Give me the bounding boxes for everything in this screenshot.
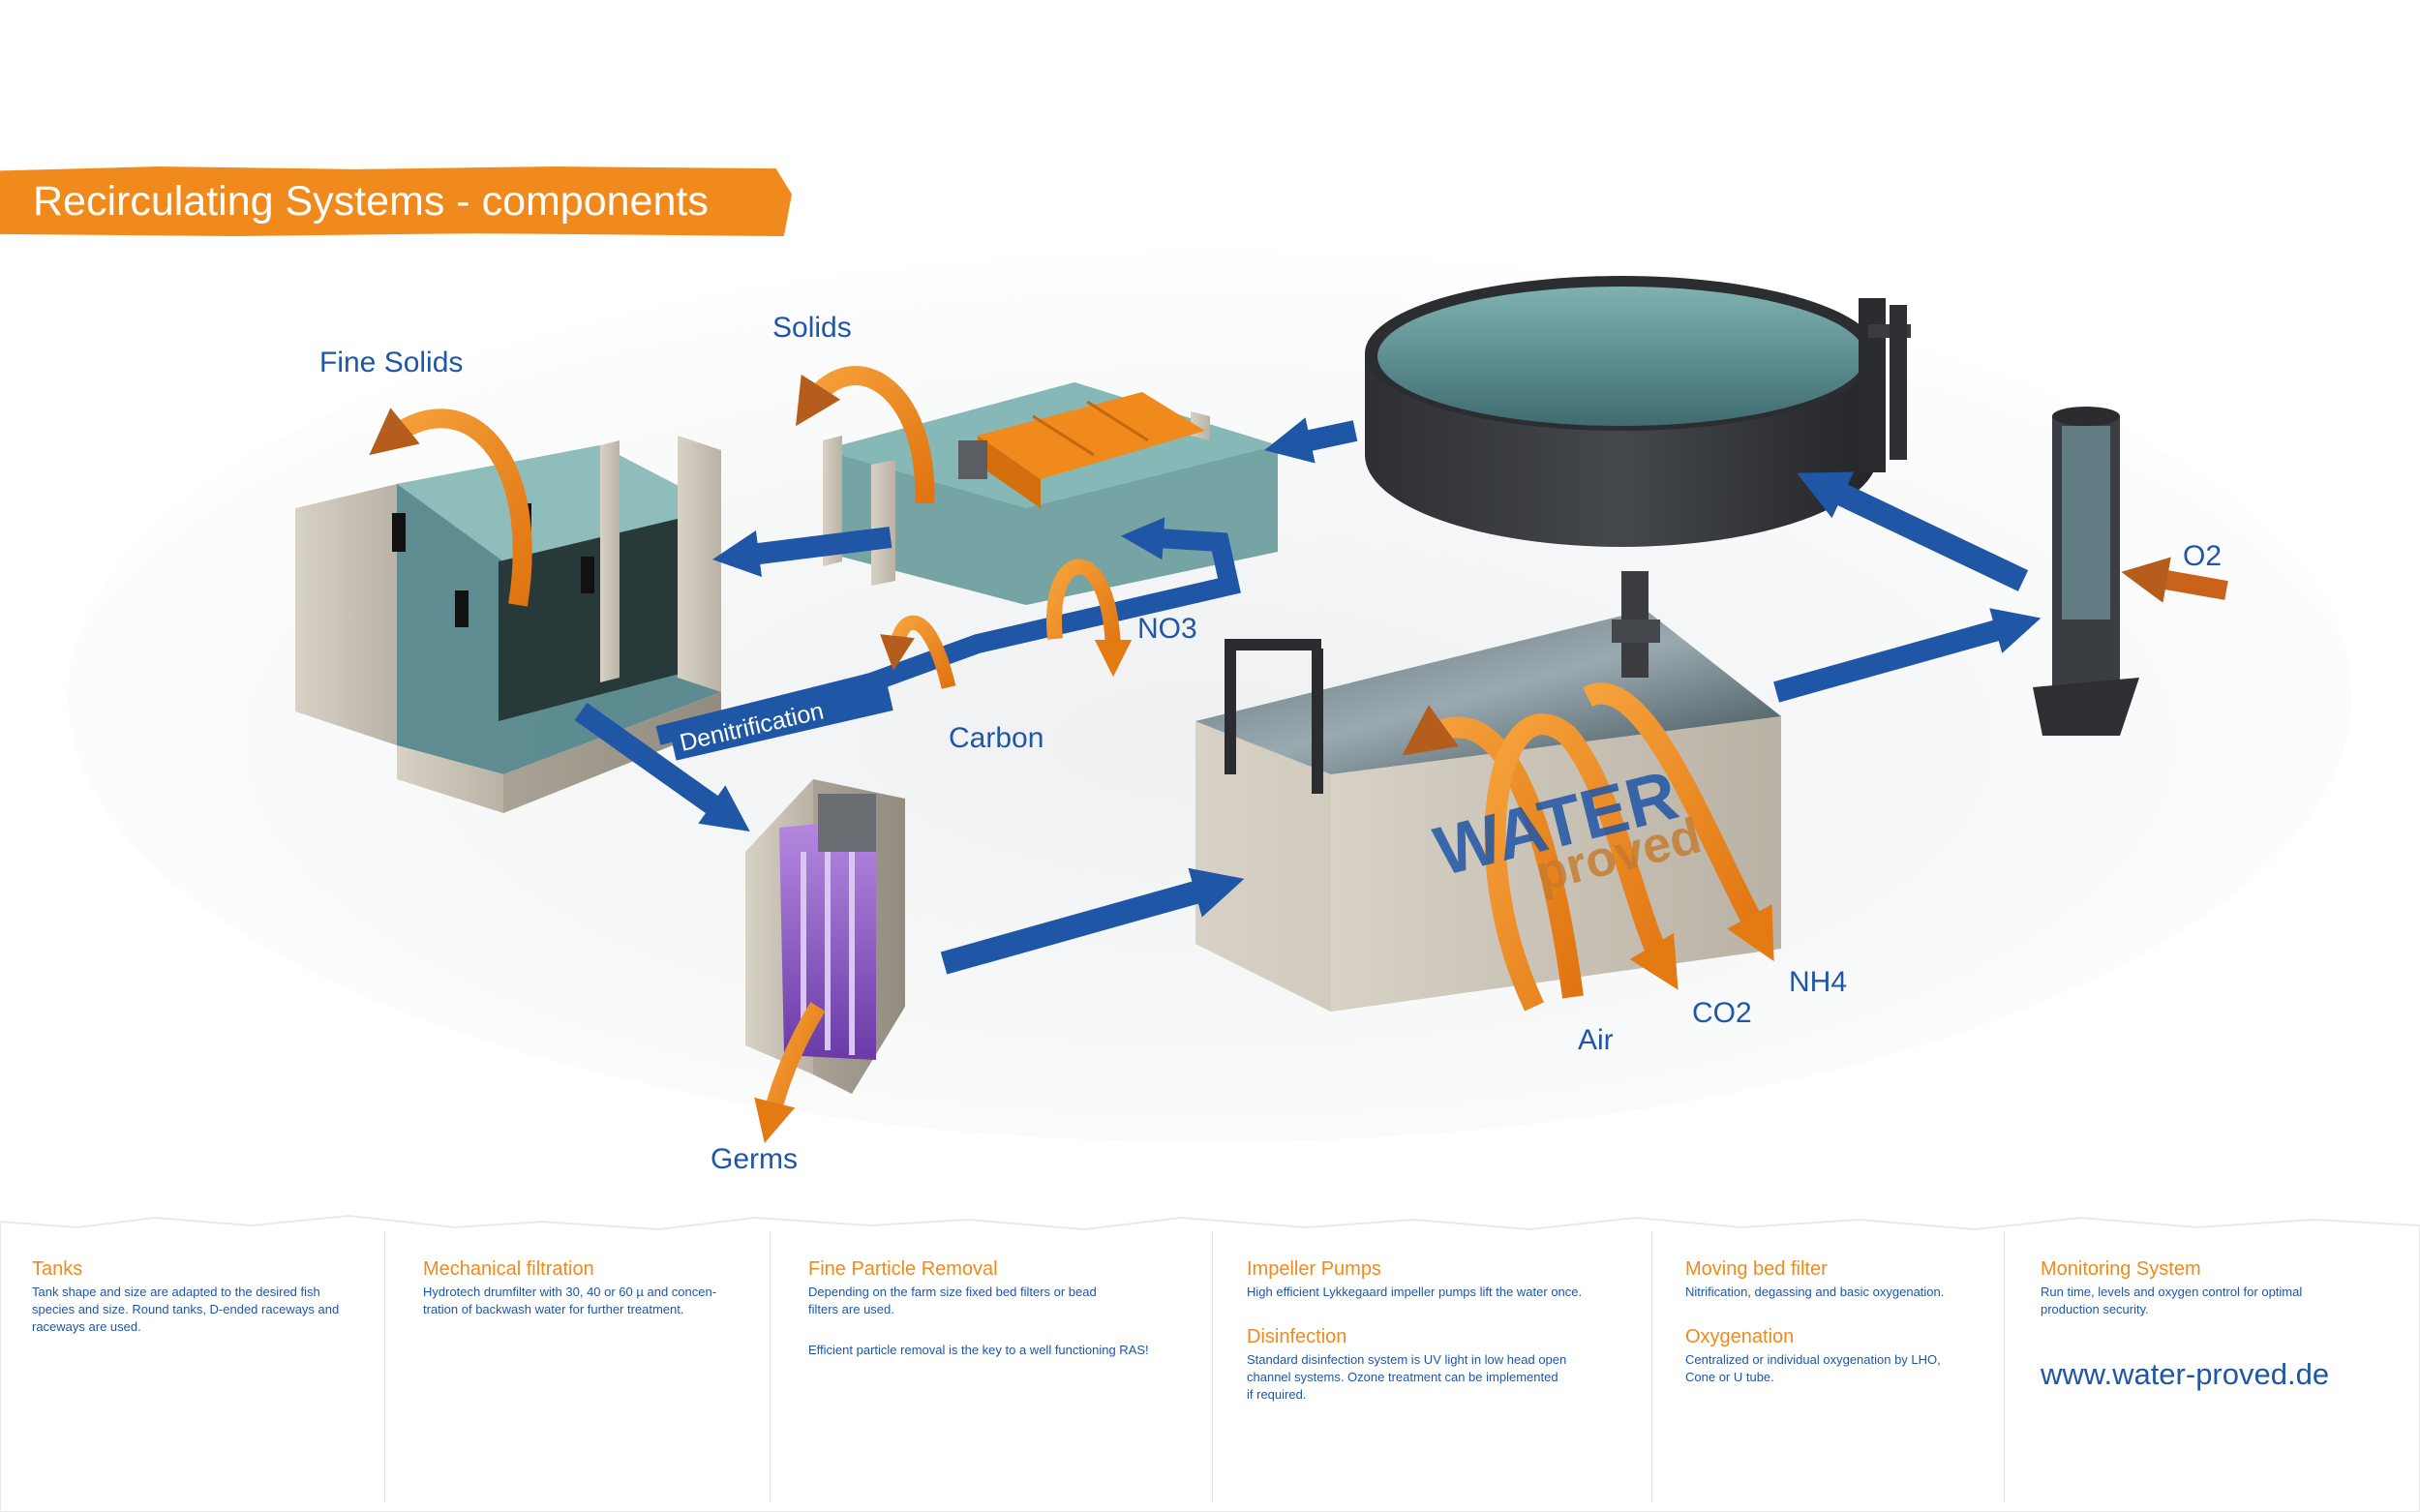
footer-monitoring: Monitoring System Run time, levels and o… [2041,1256,2389,1318]
title-banner [0,166,792,236]
flow-arrow-cone-to-tank [1797,471,2029,591]
label-carbon: Carbon [949,722,1044,754]
label-fine-solids: Fine Solids [319,347,464,378]
o2-arrow [2121,557,2228,603]
footer-fine-particle-text2: Efficient particle removal is the key to… [808,1343,1149,1357]
flow-arrow-uv-to-movingbed [940,867,1245,975]
footer-mechanical: Mechanical filtration Hydrotech drumfilt… [423,1256,767,1318]
footer-oxygenation-heading: Oxygenation [1685,1326,1795,1347]
footer-fine-particle-heading: Fine Particle Removal [808,1258,998,1280]
germs-arc [754,1002,826,1143]
footer-moving-bed-heading: Moving bed filter [1685,1258,1828,1280]
round-tank [1365,276,1911,547]
label-germs: Germs [711,1143,798,1175]
oxygen-cone [2033,407,2139,736]
label-nh4: NH4 [1789,966,1848,998]
footer-mechanical-text: Hydrotech drumfilter with 30, 40 or 60 µ… [423,1285,717,1316]
flow-arrow-drumfilter-to-bedfilter [711,527,892,578]
footer-moving-bed-oxygenation: Moving bed filter Nitrification, degassi… [1685,1256,2000,1386]
flow-arrow-tank-to-drumfilter [1264,417,1358,464]
no3-arc [1046,559,1133,678]
label-solids: Solids [772,312,852,344]
label-o2: O2 [2183,540,2223,572]
footer-disinfection-text: Standard disinfection system is UV light… [1247,1352,1567,1402]
footer-divider [1651,1231,1652,1502]
fine-solids-arc [369,408,532,607]
page-title: Recirculating Systems - components [33,178,709,225]
footer-divider [770,1231,771,1502]
footer-divider [2004,1231,2005,1502]
footer-impeller-text: High efficient Lykkegaard impeller pumps… [1247,1285,1583,1299]
footer-mechanical-heading: Mechanical filtration [423,1258,594,1280]
process-arcs [369,366,2228,1143]
footer-fine-particle: Fine Particle Removal Depending on the f… [808,1256,1205,1359]
website-link[interactable]: www.water-proved.de [2041,1357,2330,1391]
flow-arrow-movingbed-to-cone [1773,608,2042,703]
footer-divider [1212,1231,1213,1502]
footer-disinfection-heading: Disinfection [1247,1326,1347,1347]
footer-moving-bed-text: Nitrification, degassing and basic oxyge… [1685,1285,1945,1299]
footer-oxygenation-text: Centralized or individual oxygenation by… [1685,1352,1941,1384]
air-arc [1402,705,1584,999]
footer-fine-particle-text: Depending on the farm size fixed bed fil… [808,1285,1097,1316]
footer-impeller-disinfection: Impeller Pumps High efficient Lykkegaard… [1247,1256,1644,1404]
solids-arc [795,366,935,504]
label-air: Air [1578,1024,1614,1056]
footer-impeller-heading: Impeller Pumps [1247,1258,1381,1280]
label-no3: NO3 [1137,613,1197,645]
footer-monitoring-heading: Monitoring System [2041,1258,2201,1280]
footer-tanks-text: Tank shape and size are adapted to the d… [32,1285,340,1334]
footer-tanks: Tanks Tank shape and size are adapted to… [32,1256,380,1336]
air-arc-2 [1484,713,1679,1012]
uv-disinfection-unit [745,779,905,1094]
label-co2: CO2 [1692,997,1752,1029]
carbon-arc [880,615,956,689]
flow-arrow-bedfilter-to-uv [574,703,750,832]
nh4-arc [1583,682,1774,962]
fine-particle-filter [295,436,721,813]
footer-tanks-heading: Tanks [32,1258,83,1280]
footer-divider [384,1231,385,1502]
footer-monitoring-text: Run time, levels and oxygen control for … [2041,1285,2303,1316]
